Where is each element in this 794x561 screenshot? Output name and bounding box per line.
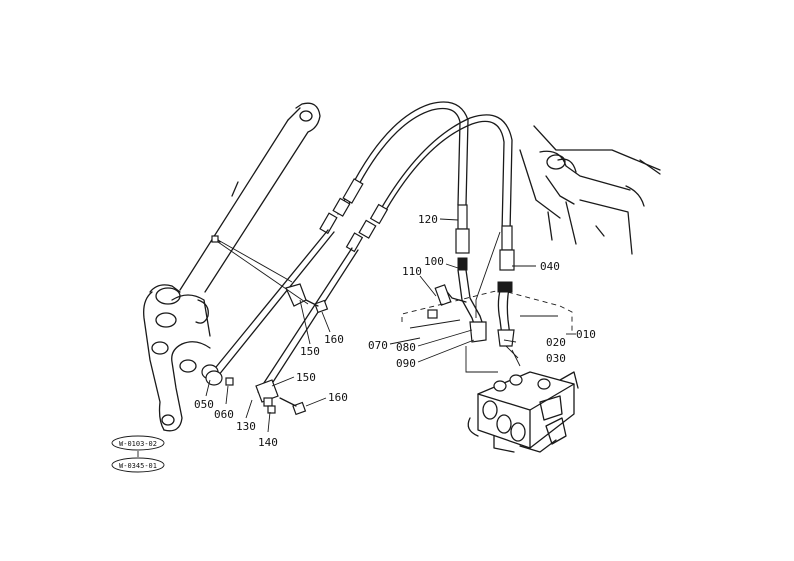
tractor-chassis [519, 125, 661, 255]
hose-fittings-upper [319, 178, 389, 253]
callout-130: 130 [236, 420, 256, 433]
control-valve-block [467, 371, 579, 453]
callout-140: 140 [258, 436, 278, 449]
callout-150-lower: 150 [296, 371, 316, 384]
callout-040: 040 [540, 260, 560, 273]
steel-pipes [211, 229, 359, 397]
valve-link-line-2 [511, 349, 521, 367]
callout-160-lower: 160 [328, 391, 348, 404]
callout-060: 060 [214, 408, 234, 421]
callout-050: 050 [194, 398, 214, 411]
reference-tag-2: W-0345-01 [111, 457, 165, 473]
callout-010: 010 [576, 328, 596, 341]
reference-tag-1: W-0103-02 [111, 435, 165, 451]
callout-110: 110 [402, 265, 422, 278]
callout-020: 020 [546, 336, 566, 349]
reference-tag-1-text: W-0103-02 [119, 440, 157, 448]
hydraulic-hoses [337, 101, 513, 233]
pipe-clamps [201, 283, 307, 414]
placement-line-2 [217, 241, 309, 305]
callout-120: 120 [418, 213, 438, 226]
outline-arrow-1 [409, 319, 461, 329]
callout-100: 100 [424, 255, 444, 268]
valve-pipe-assembly [427, 204, 515, 347]
callout-leaders [205, 218, 576, 433]
placement-line-1 [217, 239, 293, 283]
callout-080: 080 [396, 341, 416, 354]
callout-160-upper: 160 [324, 333, 344, 346]
callout-150-upper: 150 [300, 345, 320, 358]
callout-090: 090 [396, 357, 416, 370]
callout-070: 070 [368, 339, 388, 352]
assembly-outline [401, 289, 573, 332]
bolts [211, 235, 329, 416]
loader-boom-arm [143, 102, 321, 432]
valve-link-line-1 [465, 346, 498, 373]
callout-030: 030 [546, 352, 566, 365]
reference-tag-2-text: W-0345-01 [119, 462, 157, 470]
